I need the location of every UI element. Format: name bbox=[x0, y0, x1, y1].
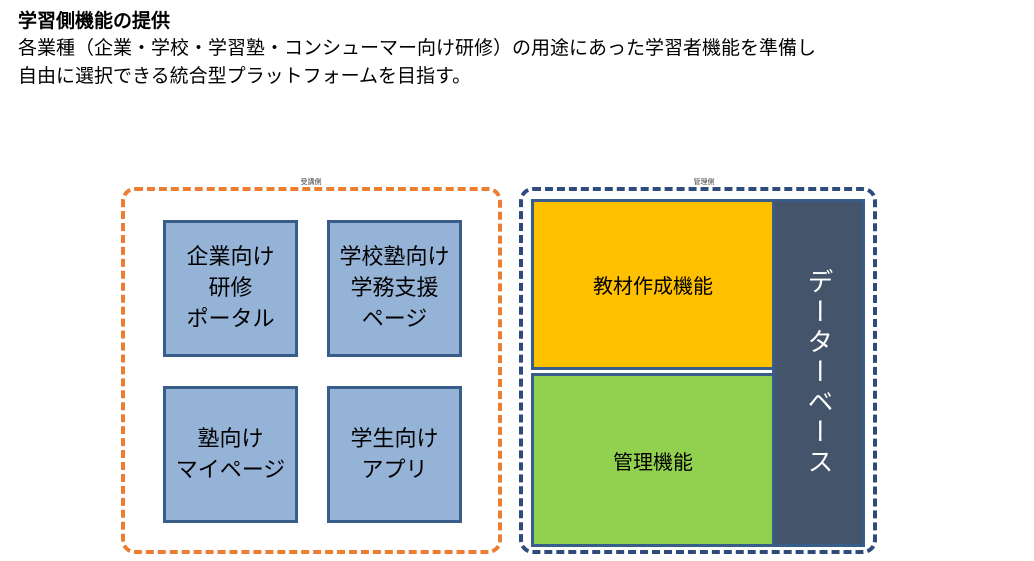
description: 各業種（企業・学校・学習塾・コンシューマー向け研修）の用途にあった学習者機能を準… bbox=[18, 34, 816, 90]
admin-group-frame bbox=[519, 187, 877, 554]
description-line-1: 各業種（企業・学校・学習塾・コンシューマー向け研修）の用途にあった学習者機能を準… bbox=[18, 37, 817, 59]
material-creation-label: 教材作成機能 bbox=[593, 274, 713, 298]
learner-group-label: 受講側 bbox=[296, 177, 326, 187]
school-academic-support-box: 学校塾向け 学務支援 ページ bbox=[327, 220, 462, 357]
corporate-training-portal-label: 企業向け 研修 ポータル bbox=[186, 245, 275, 332]
page-title: 学習側機能の提供 bbox=[18, 10, 171, 32]
learner-group-frame bbox=[121, 187, 502, 554]
material-creation-box: 教材作成機能 bbox=[531, 199, 775, 370]
student-app-box: 学生向け アプリ bbox=[327, 386, 462, 523]
student-app-label: 学生向け アプリ bbox=[350, 426, 439, 483]
school-academic-support-label: 学校塾向け 学務支援 ページ bbox=[339, 245, 450, 332]
database-box: データーベース bbox=[772, 199, 865, 547]
cram-school-mypage-label: 塾向け マイページ bbox=[175, 426, 286, 483]
description-line-2: 自由に選択できる統合型プラットフォームを目指す。 bbox=[18, 65, 472, 87]
management-function-label: 管理機能 bbox=[613, 449, 693, 474]
corporate-training-portal-box: 企業向け 研修 ポータル bbox=[163, 220, 298, 357]
management-function-box: 管理機能 bbox=[531, 373, 775, 547]
admin-group-label: 管理側 bbox=[689, 177, 719, 187]
database-label: データーベース bbox=[803, 268, 833, 478]
cram-school-mypage-box: 塾向け マイページ bbox=[163, 386, 298, 523]
